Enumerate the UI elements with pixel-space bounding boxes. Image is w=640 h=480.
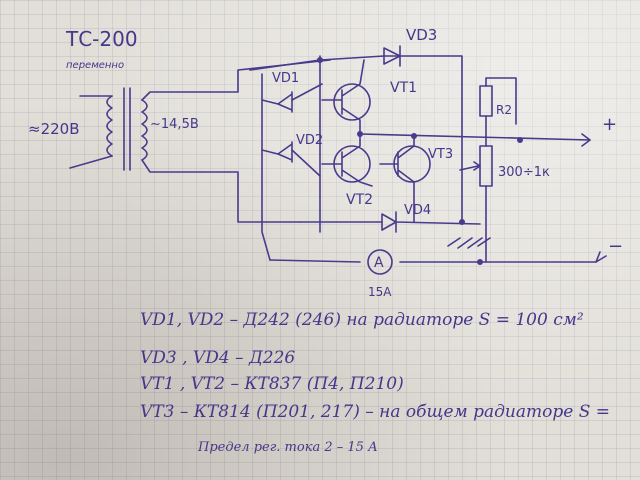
vd-wires <box>261 83 323 177</box>
plus-arrow <box>581 133 591 147</box>
vd2-body <box>277 141 293 163</box>
note-diodes-vd1-vd2: VD1, VD2 – Д242 (246) на радиаторе S = 1… <box>140 310 584 330</box>
primary-voltage-label: ≈220В <box>28 120 80 138</box>
vt1-symbol <box>333 83 371 121</box>
node-1 <box>317 57 323 63</box>
vd3-line <box>383 55 463 223</box>
primary-leads <box>69 95 113 169</box>
vd3-label: VD3 <box>406 26 437 44</box>
transformer-secondary-winding <box>141 99 148 161</box>
note-transistors-vt1-vt2: VT1 , VT2 – КТ837 (П4, П210) <box>140 374 404 394</box>
resistor-network <box>447 77 517 263</box>
vd3-body <box>383 45 401 67</box>
minus-arrow <box>595 251 607 263</box>
pot-body <box>479 145 493 187</box>
node-4 <box>459 219 465 225</box>
pot-wire <box>459 135 487 263</box>
transformer-core <box>123 87 131 171</box>
ammeter-symbol: А <box>374 255 384 271</box>
vt1-label: VT1 <box>390 80 417 96</box>
secondary-voltage-label: ~14,5В <box>150 117 199 132</box>
node-plus <box>517 137 523 143</box>
minus-terminal-label: − <box>608 236 623 257</box>
vd4-body <box>381 211 481 233</box>
vt3-label: VT3 <box>428 147 453 162</box>
power-stage <box>249 45 607 265</box>
transformer-model-label: ТС-200 <box>65 27 138 51</box>
plus-terminal-label: + <box>602 114 617 135</box>
vt2-leads <box>321 133 373 187</box>
r2-wire <box>485 77 517 137</box>
bottom-rail <box>269 259 597 263</box>
r2-label: R2 <box>496 103 512 117</box>
note-transistor-vt3: VT3 – КТ814 (П201, 217) – на общем радиа… <box>140 402 610 422</box>
vd1-body <box>277 91 293 113</box>
node-2 <box>357 131 363 137</box>
secondary-lead-bottom <box>141 159 301 223</box>
ammeter <box>367 249 393 275</box>
transformer-subtitle-label: переменно <box>66 60 124 71</box>
node-5 <box>477 259 483 265</box>
vt3-leads <box>379 133 415 223</box>
ammeter-circle <box>367 249 393 275</box>
vt2-label: VT2 <box>346 192 373 208</box>
note-diodes-vd3-vd4: VD3 , VD4 – Д226 <box>140 348 296 368</box>
ammeter-rating-label: 15А <box>368 285 392 299</box>
note-current-range: Предел рег. тока 2 – 15 А <box>198 440 378 455</box>
vt1-leads <box>321 59 365 135</box>
vd4-label: VD4 <box>404 203 431 218</box>
plus-rail <box>359 133 591 141</box>
vt3-symbol <box>393 145 431 183</box>
vd2-label: VD2 <box>296 133 323 148</box>
vd1-label: VD1 <box>272 71 299 86</box>
ground-hatch <box>447 237 491 249</box>
r2-body <box>479 85 493 117</box>
node-3 <box>411 133 417 139</box>
transformer-primary-winding <box>106 95 113 157</box>
pot-label: 300÷1к <box>498 165 550 180</box>
